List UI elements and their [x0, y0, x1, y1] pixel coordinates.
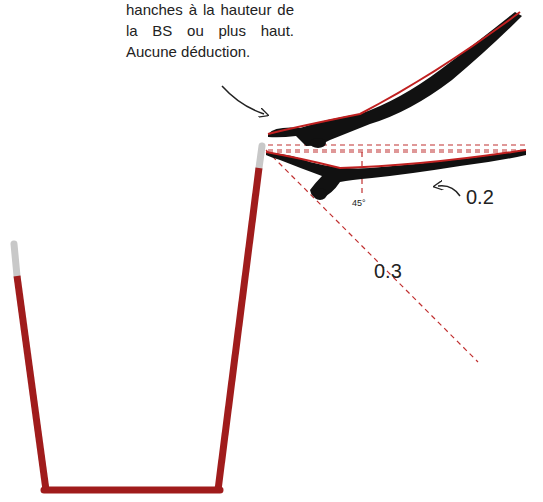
low-bar-top [14, 244, 17, 276]
high-bar-post [218, 168, 259, 490]
note-text: hanches à la hauteur de la BS ou plus ha… [126, 0, 294, 62]
pointer-arrow [222, 86, 264, 114]
deduction-value: 0.2 [466, 186, 494, 209]
deduction-arrow [438, 186, 460, 196]
deduction-value: 0.3 [374, 260, 402, 283]
reference-lines [266, 145, 528, 362]
base [44, 487, 220, 494]
low-bar-post [17, 276, 46, 490]
high-bar-top [259, 146, 262, 168]
angle-label: 45° [352, 198, 366, 208]
gymnast-high [268, 12, 522, 148]
